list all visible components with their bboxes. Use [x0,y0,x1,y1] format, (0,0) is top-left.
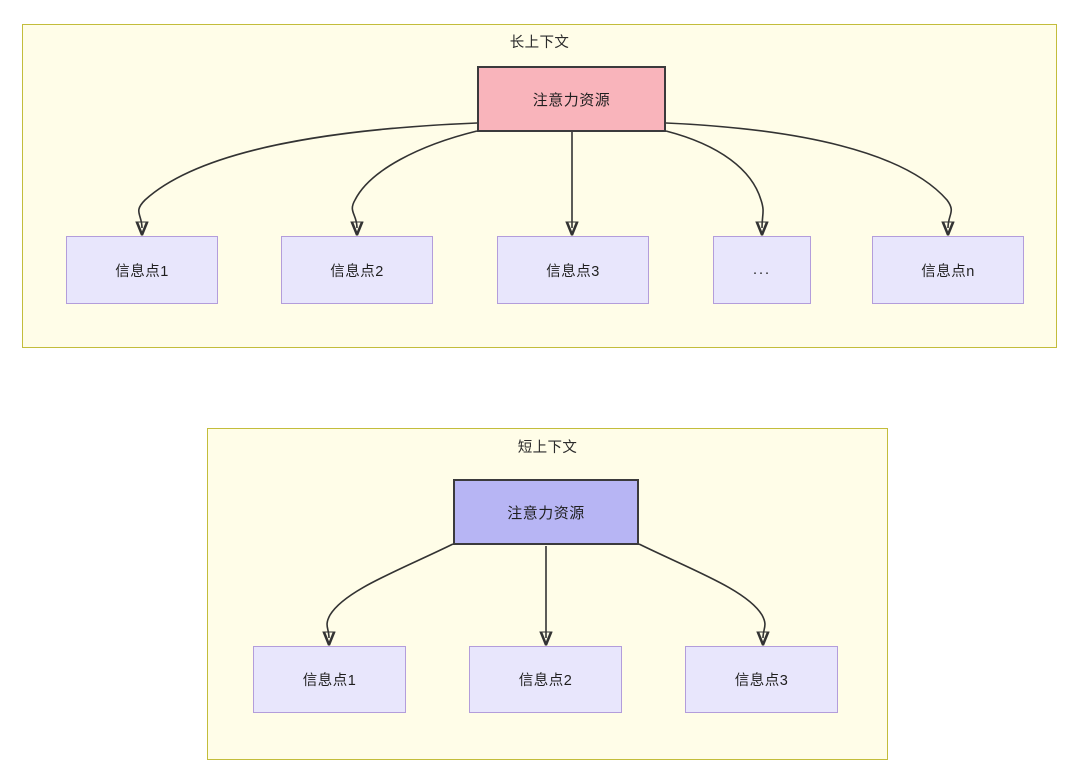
node-info-point-3-long-context[interactable]: 信息点3 [497,236,649,304]
group-title-long-context: 长上下文 [509,35,570,51]
node-info-point-2-short-context[interactable]: 信息点2 [469,646,622,713]
node-info-point-ellipsis-long-context[interactable]: ... [713,236,811,304]
node-info-point-2-long-context[interactable]: 信息点2 [281,236,433,304]
node-info-point-5-long-context[interactable]: 信息点n [872,236,1024,304]
node-info-point-3-short-context[interactable]: 信息点3 [685,646,838,713]
node-attention-resource-long-context[interactable]: 注意力资源 [477,66,666,132]
node-attention-resource-short-context[interactable]: 注意力资源 [453,479,639,545]
node-info-point-1-short-context[interactable]: 信息点1 [253,646,406,713]
group-title-short-context: 短上下文 [517,440,578,456]
node-info-point-1-long-context[interactable]: 信息点1 [66,236,218,304]
